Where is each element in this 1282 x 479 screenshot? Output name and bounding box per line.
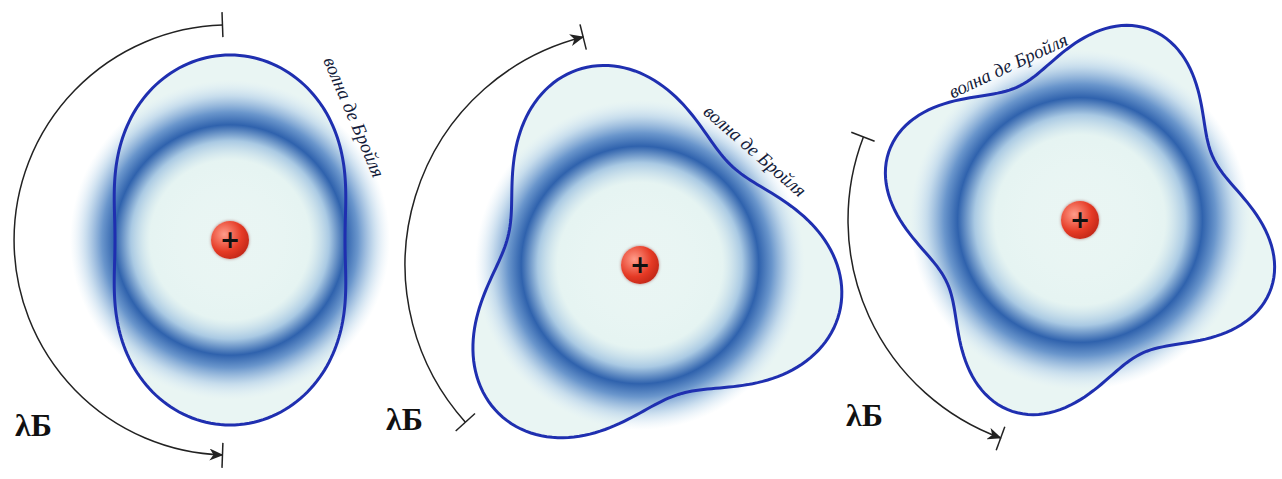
wave-label: волна де Бройля bbox=[318, 54, 388, 181]
wave-area bbox=[473, 65, 842, 437]
atom-panel bbox=[848, 25, 1275, 450]
wavelength-arc bbox=[405, 37, 583, 422]
arc-tick bbox=[221, 443, 223, 468]
arc-tick bbox=[851, 132, 874, 141]
wavelength-arc bbox=[848, 137, 1001, 438]
charge-sign: + bbox=[630, 253, 650, 277]
de-broglie-wave bbox=[885, 25, 1274, 414]
wavelength-arc bbox=[14, 25, 222, 455]
arc-tick bbox=[580, 24, 586, 49]
wavelength-label: λБ bbox=[386, 402, 423, 437]
charge-sign: + bbox=[220, 228, 240, 252]
nucleus: + bbox=[211, 221, 249, 259]
nucleus: + bbox=[621, 246, 659, 284]
de-broglie-wave bbox=[114, 55, 346, 425]
wavelength-label: λБ bbox=[15, 408, 52, 443]
electron-ring bbox=[70, 80, 390, 400]
de-broglie-wave bbox=[473, 65, 842, 437]
arc-tick bbox=[996, 427, 1005, 451]
wavelength-label: λБ bbox=[846, 398, 883, 433]
atom-panel bbox=[14, 12, 390, 468]
arc-tick bbox=[221, 12, 223, 37]
charge-sign: + bbox=[1070, 208, 1090, 232]
wave-label: волна де Бройля bbox=[699, 101, 810, 201]
arc-tick bbox=[456, 414, 475, 432]
atom-panel bbox=[405, 24, 842, 437]
nucleus: + bbox=[1061, 201, 1099, 239]
wave-area bbox=[885, 25, 1274, 414]
electron-ring bbox=[910, 50, 1250, 390]
wave-label: волна де Бройля bbox=[946, 30, 1072, 103]
